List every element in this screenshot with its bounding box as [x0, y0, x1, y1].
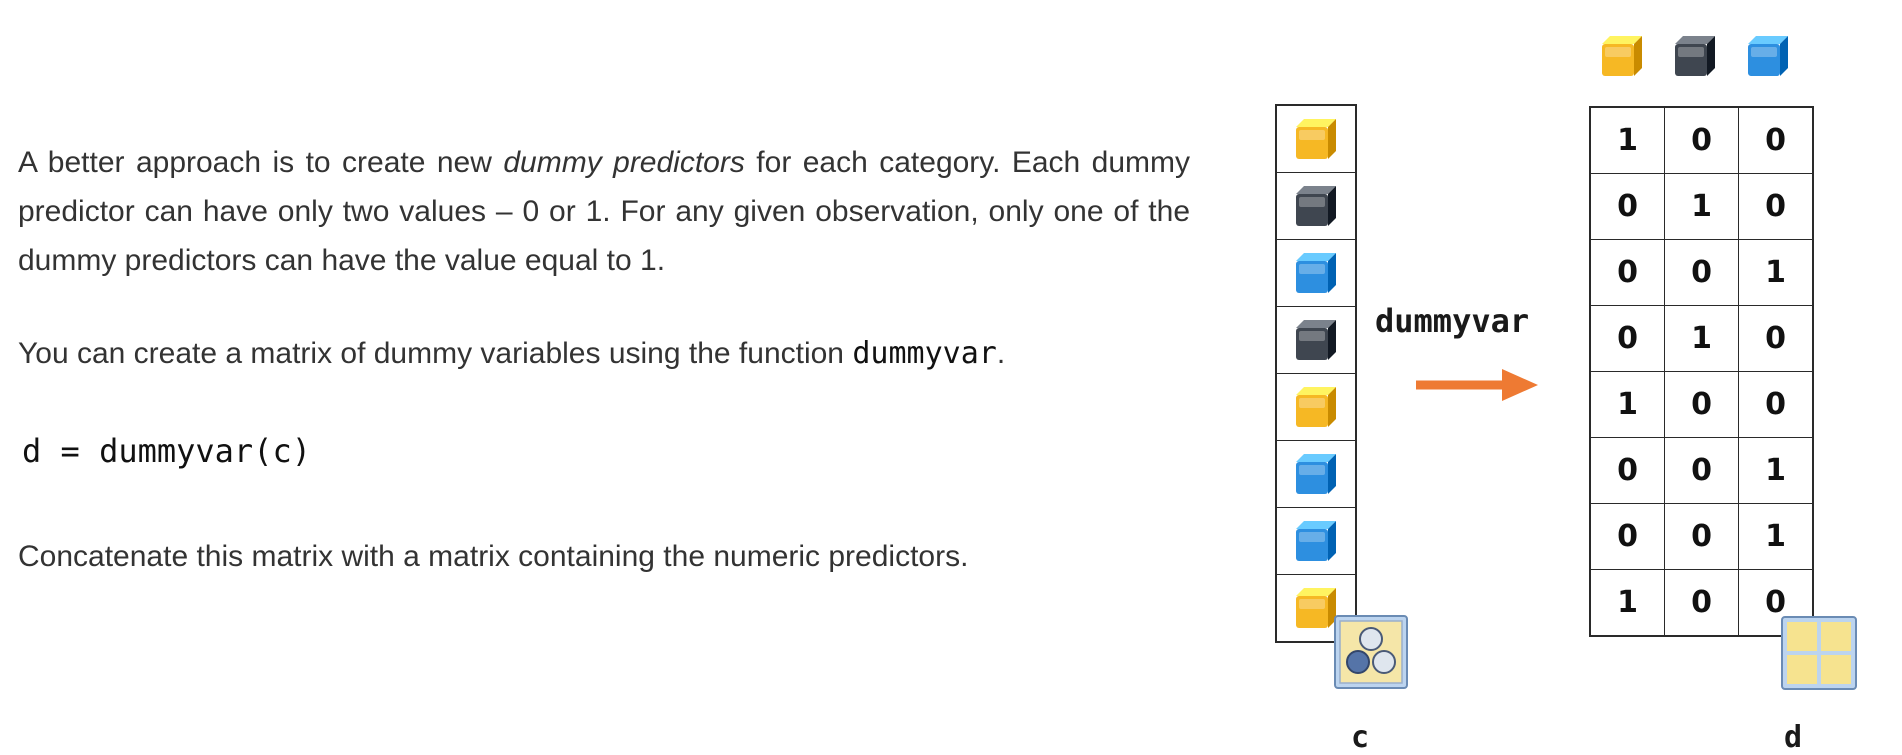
- matrix-icon: [1781, 616, 1857, 690]
- categorical-array-icon: [1334, 615, 1408, 689]
- p2-start: You can create a matrix of dummy variabl…: [18, 337, 853, 370]
- matrix-cell: 1: [1738, 239, 1814, 306]
- matrix-cell: 1: [1589, 569, 1665, 637]
- matrix-cell: 0: [1738, 305, 1814, 372]
- matrix-cell: 0: [1589, 173, 1665, 240]
- paragraph-concatenate: Concatenate this matrix with a matrix co…: [18, 540, 969, 573]
- category-header-cubes: [1598, 32, 1818, 88]
- blue-cube-icon: [1296, 253, 1336, 293]
- header-dark-cube-icon: [1675, 36, 1715, 76]
- inline-code-dummyvar: dummyvar: [852, 336, 997, 371]
- dark-cube-icon: [1296, 186, 1336, 226]
- input-cell: [1277, 575, 1355, 641]
- matrix-cell: 1: [1589, 371, 1665, 438]
- yellow-cube-icon: [1296, 119, 1336, 159]
- input-variable-label: c: [1351, 720, 1370, 755]
- matrix-cell: 0: [1589, 305, 1665, 372]
- header-blue-cube-icon: [1748, 36, 1788, 76]
- matrix-cell: 1: [1589, 106, 1665, 174]
- term-dummy-predictors: dummy predictors: [503, 146, 745, 179]
- matrix-cell: 1: [1738, 437, 1814, 504]
- p1-end: for each category. Each dummy predictor …: [18, 146, 1191, 277]
- matrix-cell: 0: [1664, 106, 1739, 174]
- matrix-cell: 0: [1589, 503, 1665, 570]
- p2-end: .: [996, 337, 1006, 370]
- matrix-cell: 0: [1589, 239, 1665, 306]
- matrix-cell: 1: [1664, 173, 1739, 240]
- matrix-cell: 0: [1664, 371, 1739, 438]
- matrix-cell: 0: [1664, 437, 1739, 504]
- input-cell: [1277, 307, 1355, 374]
- dark-cube-icon: [1296, 320, 1336, 360]
- matrix-cell: 0: [1589, 437, 1665, 504]
- matrix-cell: 0: [1738, 173, 1814, 240]
- matrix-cell: 1: [1738, 503, 1814, 570]
- function-label: dummyvar: [1375, 302, 1530, 340]
- yellow-cube-icon: [1296, 387, 1336, 427]
- matrix-cell: 0: [1738, 106, 1814, 174]
- arrow-right-icon: [1416, 369, 1538, 401]
- code-example: d = dummyvar(c): [22, 432, 311, 470]
- input-cell: [1277, 240, 1355, 307]
- blue-cube-icon: [1296, 454, 1336, 494]
- matrix-cell: 0: [1738, 371, 1814, 438]
- categorical-input-column: [1275, 104, 1357, 643]
- output-variable-label: d: [1784, 720, 1803, 755]
- explanation-text: A better approach is to create new dummy…: [18, 138, 1190, 378]
- paragraph-dummyvar: You can create a matrix of dummy variabl…: [18, 329, 1190, 378]
- paragraph-dummy-predictors: A better approach is to create new dummy…: [18, 138, 1190, 285]
- input-cell: [1277, 374, 1355, 441]
- input-cell: [1277, 441, 1355, 508]
- input-cell: [1277, 173, 1355, 240]
- matrix-cell: 0: [1664, 569, 1739, 637]
- matrix-cell: 0: [1664, 239, 1739, 306]
- yellow-cube-icon: [1296, 588, 1336, 628]
- blue-cube-icon: [1296, 521, 1336, 561]
- matrix-cell: 0: [1664, 503, 1739, 570]
- p1-start: A better approach is to create new: [18, 146, 504, 179]
- matrix-cell: 1: [1664, 305, 1739, 372]
- header-yellow-cube-icon: [1602, 36, 1642, 76]
- input-cell: [1277, 106, 1355, 173]
- input-cell: [1277, 508, 1355, 575]
- matrix-cell: 0: [1738, 569, 1814, 637]
